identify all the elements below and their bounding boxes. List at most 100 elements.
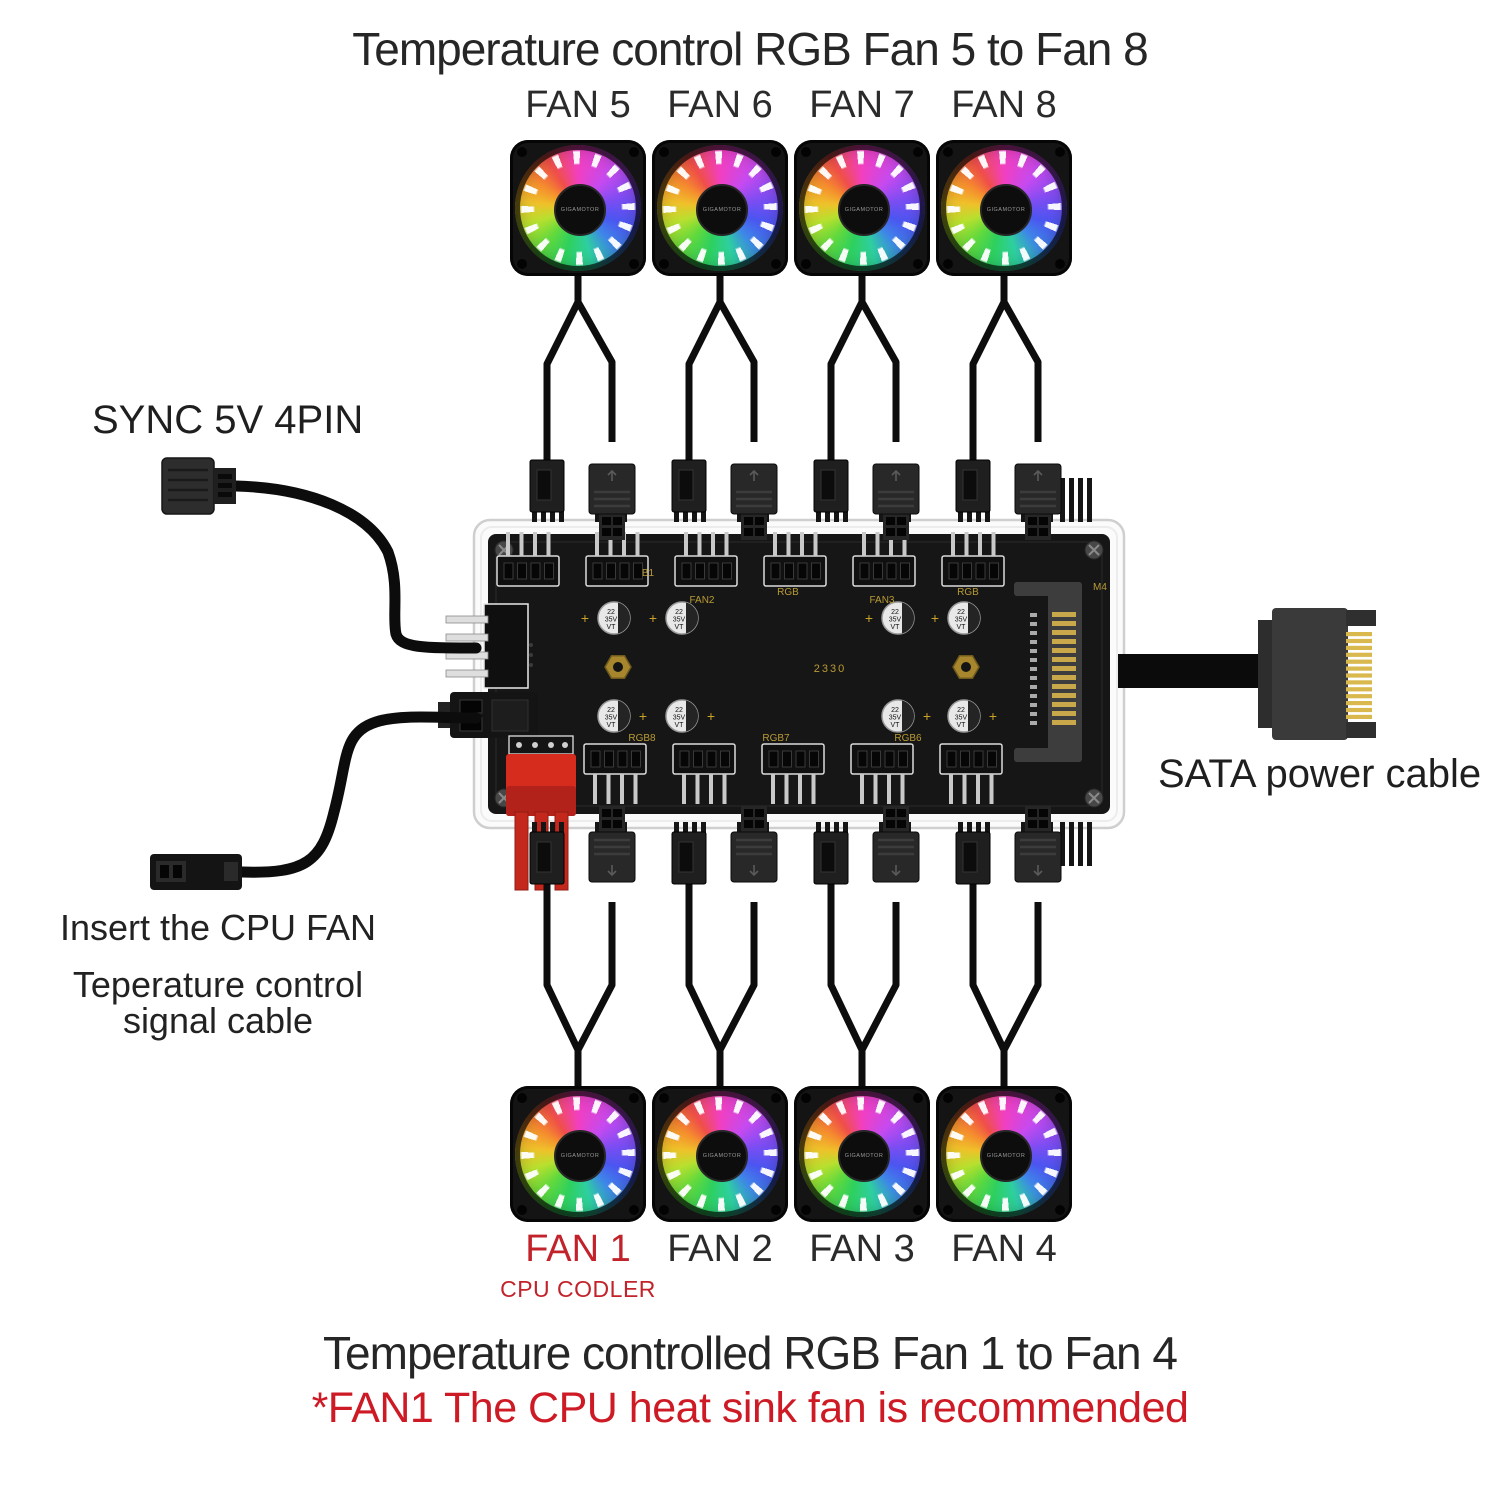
cpu-fan-note: Insert the CPU FAN Teperature control si… xyxy=(38,907,398,1042)
fan-cable-bottom-4 xyxy=(955,806,1062,1088)
fan-mount-hole xyxy=(913,147,923,157)
port-label-rgb-b: RGB xyxy=(957,587,979,598)
port-label-b1: B1 xyxy=(642,568,655,579)
sata-connector-body xyxy=(1272,608,1348,740)
fan-mount-hole xyxy=(659,1093,669,1103)
capacitor-text: 22 xyxy=(607,609,615,616)
sync-5v-connector xyxy=(161,457,482,654)
cpu-signal-connector xyxy=(150,711,482,890)
cpu-fan-note-line1: Insert the CPU FAN xyxy=(59,907,377,948)
fan-5: GIGAMOTOR xyxy=(510,140,646,276)
polarity-mark: + xyxy=(931,610,939,626)
cpu-fan-note-line3: signal cable xyxy=(122,1000,314,1042)
fan-brand-text: GIGAMOTOR xyxy=(986,207,1026,213)
port-label-rgb-a: RGB xyxy=(777,587,799,598)
polarity-mark: + xyxy=(923,708,931,724)
fan-mount-hole xyxy=(517,147,527,157)
fan-mount-hole xyxy=(1055,147,1065,157)
capacitor-text: 35V xyxy=(889,617,902,624)
header-sockets xyxy=(496,532,1005,804)
fan-mount-hole xyxy=(629,147,639,157)
fan-mount-hole xyxy=(943,1205,953,1215)
fan-3: GIGAMOTOR xyxy=(794,1086,930,1222)
port-label-rgb7: RGB7 xyxy=(762,733,790,744)
port-labels: B1 FAN2 RGB FAN3 RGB M4 RGB8 RGB7 RGB6 xyxy=(628,568,1107,744)
cpu-signal-cable xyxy=(236,711,482,878)
fan-mount-hole xyxy=(943,147,953,157)
fan-2: GIGAMOTOR xyxy=(652,1086,788,1222)
fan-hub-cap: GIGAMOTOR xyxy=(696,1130,748,1182)
fan-7: GIGAMOTOR xyxy=(794,140,930,276)
polarity-mark: + xyxy=(989,708,997,724)
fan-label-2: FAN 2 xyxy=(667,1228,773,1270)
fan-brand-text: GIGAMOTOR xyxy=(702,1153,742,1159)
fan-cable-bottom-3 xyxy=(813,806,920,1088)
port-label-rgb6: RGB6 xyxy=(894,733,922,744)
port-label-fan2: FAN2 xyxy=(689,595,714,606)
sync-header-pins xyxy=(445,603,529,689)
fan-mount-hole xyxy=(771,1205,781,1215)
capacitor-text: 22 xyxy=(957,609,965,616)
fan-mount-hole xyxy=(629,1205,639,1215)
fan-mount-hole xyxy=(801,259,811,269)
fan-hub-cap: GIGAMOTOR xyxy=(838,1130,890,1182)
bottom-title: Temperature controlled RGB Fan 1 to Fan … xyxy=(323,1327,1178,1379)
fan-brand-text: GIGAMOTOR xyxy=(560,1153,600,1159)
sata-label: SATA power cable xyxy=(1158,752,1482,796)
fan-6: GIGAMOTOR xyxy=(652,140,788,276)
fan-mount-hole xyxy=(659,1205,669,1215)
fan-hub-cap: GIGAMOTOR xyxy=(554,1130,606,1182)
fan-label-1: FAN 1 xyxy=(525,1228,631,1270)
fan-hub-cap: GIGAMOTOR xyxy=(554,184,606,236)
fan-mount-hole xyxy=(1055,259,1065,269)
fan-4: GIGAMOTOR xyxy=(936,1086,1072,1222)
fan-mount-hole xyxy=(913,259,923,269)
capacitor-text: VT xyxy=(607,624,617,631)
capacitor-text: VT xyxy=(675,722,685,729)
top-title: Temperature control RGB Fan 5 to Fan 8 xyxy=(352,23,1149,75)
fan-brand-text: GIGAMOTOR xyxy=(986,1153,1026,1159)
capacitor-text: 35V xyxy=(673,715,686,722)
fan-8: GIGAMOTOR xyxy=(936,140,1072,276)
cpu-fan-note-line2: Teperature control xyxy=(72,963,364,1005)
capacitor-text: 22 xyxy=(891,707,899,714)
fan-label-8: FAN 8 xyxy=(951,84,1057,126)
fan-mount-hole xyxy=(913,1093,923,1103)
pcb-code-text: 2330 xyxy=(814,663,846,675)
fan-hub-cap: GIGAMOTOR xyxy=(696,184,748,236)
bottom-note: *FAN1 The CPU heat sink fan is recommend… xyxy=(311,1384,1189,1432)
capacitor-text: VT xyxy=(891,722,901,729)
fan-cable-top-6 xyxy=(671,276,778,540)
capacitor-text: 35V xyxy=(955,715,968,722)
fan-mount-hole xyxy=(629,259,639,269)
capacitor-text: 35V xyxy=(605,617,618,624)
fan-cable-bottom-2 xyxy=(671,806,778,1088)
fan-cable-top-5 xyxy=(529,276,636,540)
capacitor-text: 22 xyxy=(607,707,615,714)
capacitor-text: 22 xyxy=(675,707,683,714)
fan-mount-hole xyxy=(913,1205,923,1215)
port-label-fan3: FAN3 xyxy=(869,595,894,606)
fan-mount-hole xyxy=(771,147,781,157)
capacitor-text: 22 xyxy=(957,707,965,714)
fan-mount-hole xyxy=(801,1093,811,1103)
fan-mount-hole xyxy=(1055,1093,1065,1103)
cpu-cooler-sublabel: CPU CODLER xyxy=(500,1276,656,1302)
port-label-rgb8: RGB8 xyxy=(628,733,656,744)
fan-cable-bottom-1 xyxy=(529,806,636,1088)
fan-label-5: FAN 5 xyxy=(525,84,631,126)
capacitor-text: VT xyxy=(891,624,901,631)
fan-1: GIGAMOTOR xyxy=(510,1086,646,1222)
capacitor-text: VT xyxy=(957,722,967,729)
fan-mount-hole xyxy=(517,1205,527,1215)
fan-mount-hole xyxy=(659,259,669,269)
fan-label-7: FAN 7 xyxy=(809,84,915,126)
fan-y-cables xyxy=(529,276,1062,1088)
